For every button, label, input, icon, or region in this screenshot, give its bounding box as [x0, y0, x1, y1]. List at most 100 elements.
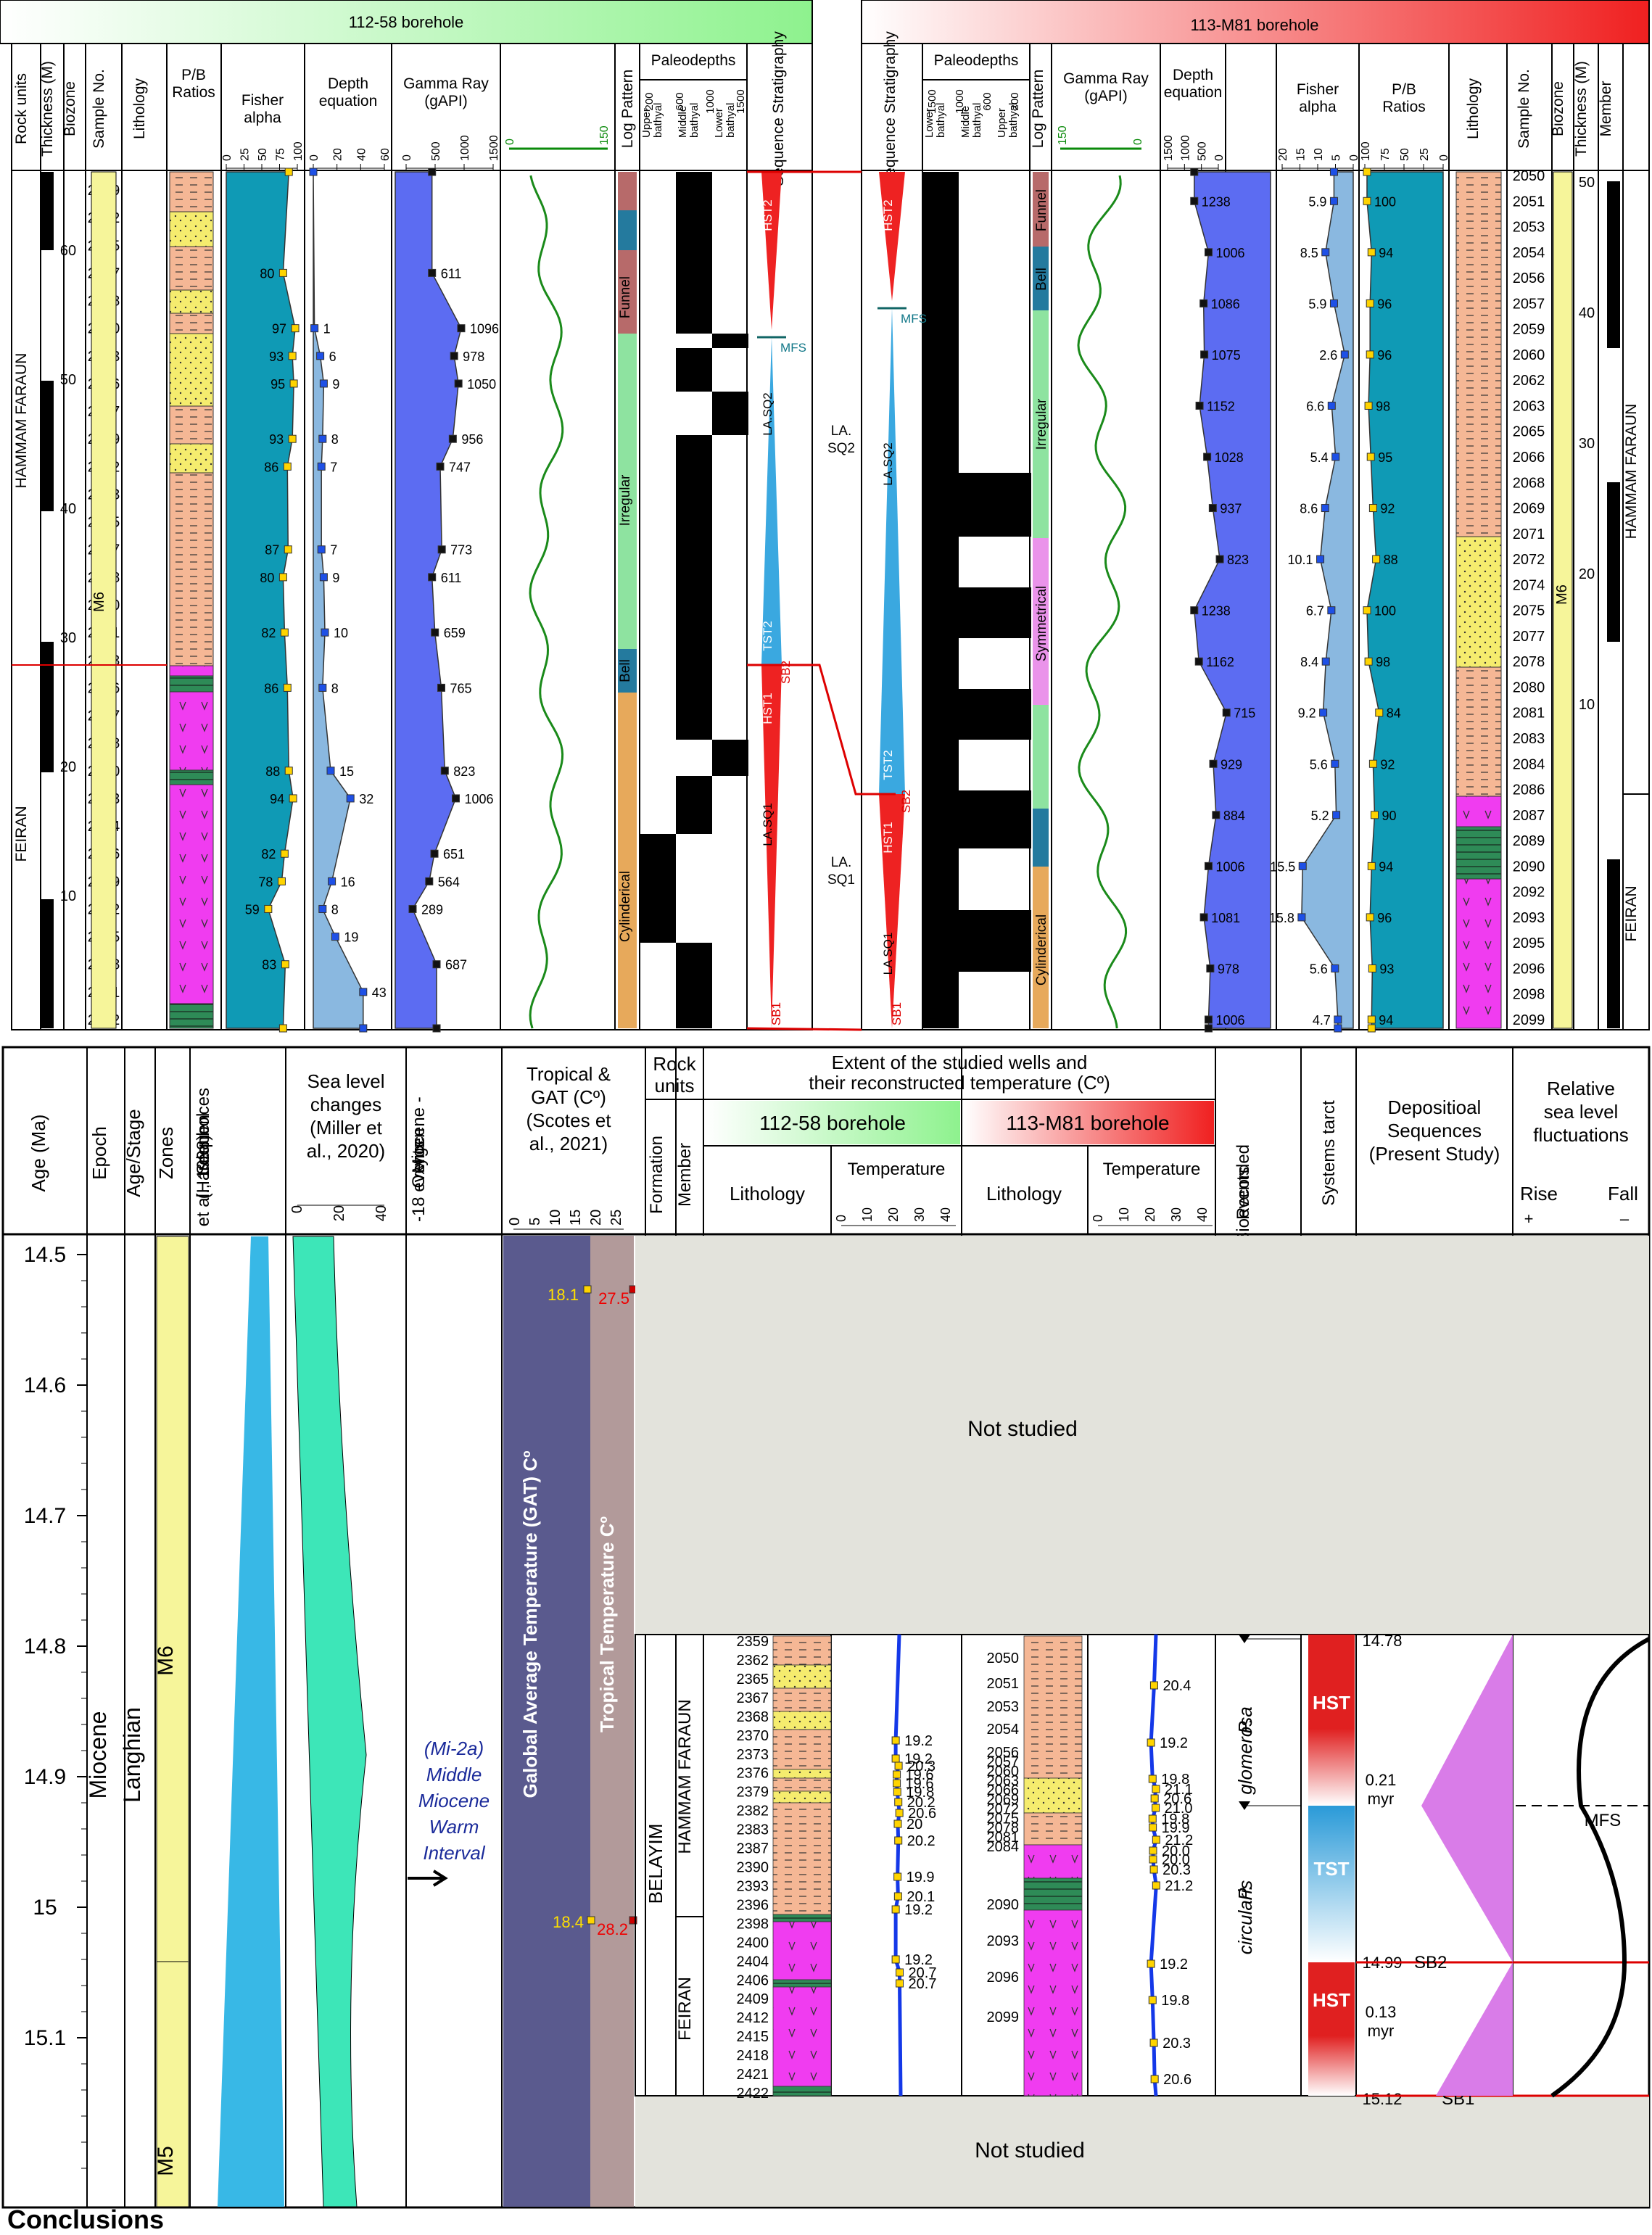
lithology-layer — [169, 784, 214, 1004]
header-well1: 112-58 borehole — [759, 1112, 906, 1134]
seq-right-hst1 — [879, 794, 905, 1028]
pb-right-point — [1375, 708, 1384, 717]
gat-value: 18.1 — [548, 1286, 579, 1304]
fisher-tick-label: 20 — [1277, 148, 1289, 161]
header-depth-equation: equation — [319, 93, 378, 110]
depth-left-point — [437, 683, 445, 692]
pb-left-point — [288, 352, 297, 360]
sea-level-tick: 0 — [289, 1205, 305, 1213]
well2-temp-value: 20.0 — [1162, 1843, 1190, 1859]
depth-right-value: 1152 — [1207, 399, 1235, 413]
bioevent-glomerosa: P. — [1234, 1718, 1256, 1733]
gat-band — [503, 1236, 590, 2207]
pb-left-point — [289, 794, 297, 803]
fisher-left-point — [317, 545, 326, 554]
well1-temp-point — [893, 1819, 902, 1828]
depth-left-point — [437, 545, 446, 554]
sample-number: 2059 — [1513, 322, 1545, 338]
thickness-label: 20 — [1579, 566, 1595, 582]
depth-right-value: 884 — [1223, 809, 1245, 823]
biozone-label: M6 — [1554, 584, 1570, 605]
well2-sample: 2090 — [987, 1897, 1020, 1913]
well1-temp-value: 19.9 — [906, 1870, 935, 1885]
log-pattern-label: Irregular — [618, 474, 633, 526]
fisher-left-point — [318, 904, 327, 913]
fisher-left-value: 6 — [329, 350, 336, 364]
fisher-left-value: 9 — [332, 571, 339, 585]
seq-mid-label: LA. — [831, 424, 852, 439]
seq-left-hst1 — [761, 665, 782, 1028]
not-studied-label: Not studied — [975, 2139, 1085, 2162]
sample-number: 2096 — [1513, 961, 1545, 977]
paleo-tick-label: 600 — [981, 92, 994, 110]
header-oxygen: -18 events — [409, 1141, 429, 1222]
log-pattern-label: Funnel — [1034, 189, 1049, 231]
header-systems-tract: Systems tarct — [1319, 1100, 1339, 1206]
seq-right-hst2-label: HST2 — [881, 199, 895, 231]
well1-temp-point — [895, 1809, 904, 1817]
thickness-label: 40 — [1579, 305, 1595, 321]
sample-number: 2098 — [1513, 987, 1545, 1003]
pb-left-value: 97 — [272, 322, 286, 336]
not-studied-label: Not studied — [967, 1417, 1078, 1441]
well1-temp-point — [894, 1836, 903, 1845]
depth-left-point — [450, 352, 458, 360]
depth-right-point — [1199, 913, 1208, 922]
pb-left-value: 94 — [270, 792, 284, 806]
pb-left-point — [284, 767, 293, 775]
well2-lithology-layer — [1023, 1877, 1083, 1911]
pb-left-point — [278, 1024, 287, 1033]
zone-m6 — [156, 1236, 189, 1962]
well1-sample: 2376 — [737, 1766, 769, 1782]
oxygen-event: Interval — [423, 1842, 485, 1864]
depth-left-value: 773 — [450, 543, 472, 558]
arrow-icon — [408, 1870, 448, 1887]
well1-temp-point — [891, 1955, 900, 1964]
seq-mid-label: SQ2 — [827, 441, 855, 456]
thickness-bar — [1607, 482, 1620, 642]
well1-sample: 2390 — [737, 1860, 769, 1876]
fisher-right-area — [1301, 171, 1354, 1029]
well2-temp-value: 20.6 — [1163, 1791, 1191, 1807]
pb-right-point — [1363, 606, 1371, 615]
depth-right-value: 1238 — [1202, 604, 1231, 619]
pb-right-value: 96 — [1377, 297, 1392, 311]
depth-left-value: 1050 — [467, 377, 496, 392]
well1-temp-point — [891, 1736, 900, 1745]
age-tick-label: 15 — [33, 1896, 57, 1920]
well2-sample: 2099 — [987, 2009, 1020, 2025]
header-relative: fluctuations — [1533, 1124, 1629, 1146]
not-studied-top — [635, 1236, 1649, 1635]
well2-temp-point — [1149, 1865, 1158, 1874]
fisher-right-value: 2.6 — [1319, 348, 1337, 363]
paleodepth-block — [712, 392, 748, 435]
well2-temp-point — [1147, 1959, 1155, 1968]
fisher-right-value: 8.4 — [1300, 655, 1318, 669]
fisher-right-point — [1331, 453, 1340, 461]
fisher-left-value: 7 — [330, 460, 337, 474]
well1-temp-value: 19.6 — [906, 1767, 934, 1783]
depth-right-value: 1028 — [1215, 450, 1244, 465]
well1-temp-value: 20.7 — [909, 1976, 937, 1992]
tropical-tick: 25 — [608, 1210, 624, 1226]
pb-left-point — [283, 683, 292, 692]
depth-right-value: 978 — [1218, 962, 1239, 976]
pb-right-value: 96 — [1377, 348, 1392, 363]
well1-sample: 2393 — [737, 1878, 769, 1894]
lithology-layer — [1455, 826, 1502, 880]
header-member: Member — [675, 1143, 695, 1207]
well2-sample: 2084 — [987, 1839, 1020, 1855]
depth-left-value: 611 — [441, 266, 462, 281]
pb-right-point — [1367, 862, 1376, 870]
rock-unit-feiran: FEIRAN — [1623, 885, 1640, 941]
log-pattern-block — [618, 693, 637, 1028]
fisher-left-point — [319, 379, 328, 388]
bioevent-circularis: P. — [1234, 1885, 1256, 1900]
thickness-bar — [41, 172, 54, 250]
well2-temp-value: 19.8 — [1161, 1993, 1189, 2009]
fisher-left-value: 19 — [344, 930, 358, 945]
well2-sample: 2093 — [987, 1933, 1020, 1949]
well2-temp-point — [1150, 2075, 1159, 2083]
well2-temp-point — [1149, 2038, 1158, 2047]
sample-number: 2093 — [1513, 910, 1545, 926]
